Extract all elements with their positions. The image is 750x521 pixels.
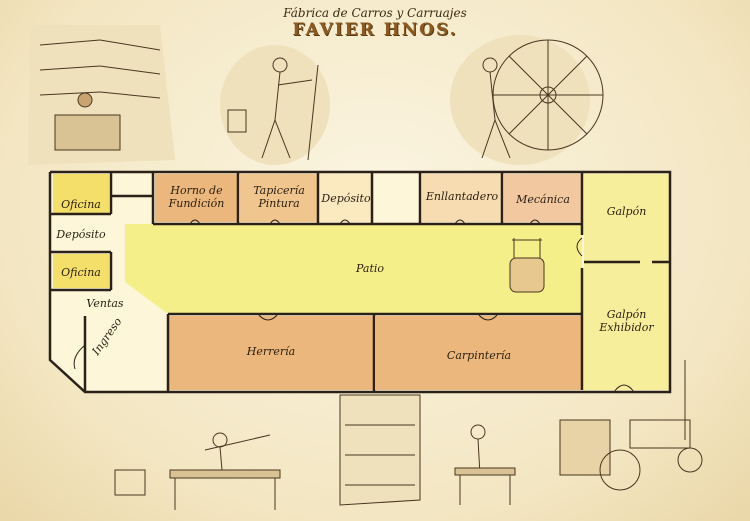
label-horno: Horno de Fundición xyxy=(155,184,238,210)
room-patio xyxy=(125,224,582,314)
subtitle: Fábrica de Carros y Carruajes xyxy=(283,6,467,20)
room-enllantadero xyxy=(422,174,502,222)
label-deposito-top: Depósito xyxy=(321,192,371,205)
label-horno-line2: Fundición xyxy=(168,197,225,210)
label-galpon: Galpón xyxy=(606,205,647,218)
room-galpon-exhibidor xyxy=(584,262,669,390)
shelving-sketch xyxy=(339,394,421,506)
room-oficina-1 xyxy=(53,174,109,214)
label-tapiceria-line2: Pintura xyxy=(258,197,300,210)
label-carpinteria: Carpintería xyxy=(446,349,512,362)
carpenter-sketch xyxy=(454,424,516,505)
building-walls xyxy=(48,170,672,394)
label-mecanica: Mecánica xyxy=(516,193,570,206)
room-deposito-left xyxy=(53,216,109,252)
label-patio: Patio xyxy=(355,262,385,275)
well-icon xyxy=(509,238,545,293)
room-bathroom xyxy=(374,174,420,222)
label-galpon-ex-line2: Exhibidor xyxy=(599,321,654,334)
label-ventas: Ventas xyxy=(86,297,124,310)
label-galpon-ex-line1: Galpón xyxy=(606,308,647,321)
room-horno-fundicion xyxy=(155,174,238,222)
room-galpon xyxy=(584,174,669,262)
label-horno-line1: Horno de xyxy=(170,184,223,197)
label-enllantadero: Enllantadero xyxy=(425,190,499,203)
label-tapiceria: Tapicería Pintura xyxy=(240,184,318,210)
painter-sketch xyxy=(220,45,330,165)
room-deposito-top xyxy=(320,174,372,222)
room-herreria xyxy=(168,316,374,390)
shop-counter-sketch xyxy=(28,25,175,165)
workbench-sketch xyxy=(114,432,281,510)
label-galpon-exhibidor: Galpón Exhibidor xyxy=(584,308,669,334)
door-swings xyxy=(73,219,635,393)
label-deposito-left: Depósito xyxy=(56,228,106,241)
room-mecanica xyxy=(504,174,582,222)
label-oficina-2: Oficina xyxy=(61,266,101,279)
label-herreria: Herrería xyxy=(246,345,296,358)
room-carpinteria xyxy=(376,316,582,390)
room-tapiceria-pintura xyxy=(240,174,318,222)
label-tapiceria-line1: Tapicería xyxy=(253,184,305,197)
label-oficina-1: Oficina xyxy=(61,198,101,211)
steam-tractor-sketch xyxy=(559,360,703,491)
room-small-office xyxy=(111,174,153,196)
brand-title: FAVIER HNOS. xyxy=(292,20,458,40)
wheelwright-sketch xyxy=(450,35,604,165)
room-oficina-2 xyxy=(53,254,109,288)
